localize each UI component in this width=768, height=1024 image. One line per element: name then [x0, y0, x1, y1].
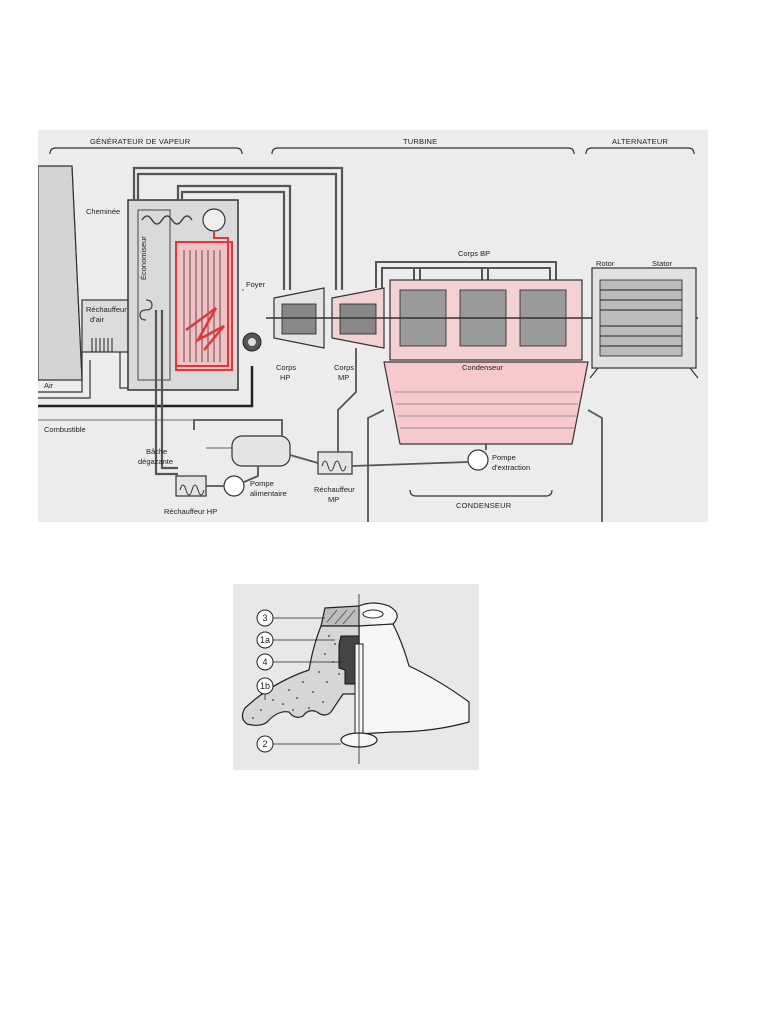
extraction-pump-label-2: d'extraction: [492, 463, 530, 472]
generator-section-label: GÉNÉRATEUR DE VAPEUR: [90, 137, 191, 146]
fuel-line: [38, 366, 254, 408]
callout-1b: 1b: [256, 677, 274, 700]
deaerator-label-2: dégazante: [138, 457, 173, 466]
condenser-label: Condenseur: [462, 363, 503, 372]
crossover-pipes: [375, 261, 557, 288]
condenser-section-label: CONDENSEUR: [456, 501, 512, 510]
feed-pump-label-2: alimentaire: [250, 489, 287, 498]
fuel-label: Combustible: [44, 425, 86, 434]
insulator-porcelain-disc: [358, 623, 470, 735]
stipple-dots: [252, 635, 340, 719]
hp-heater-coil: [179, 484, 205, 496]
chimney-label: Cheminée: [86, 207, 120, 216]
feed-pump-label-1: Pompe: [250, 479, 274, 488]
air-heater-tubes: [91, 338, 113, 352]
superheater-coil: [141, 215, 193, 225]
alternator: [589, 267, 699, 379]
feedwater-pipes: [193, 348, 487, 487]
burner-core: [248, 338, 256, 346]
chimney: [38, 165, 83, 381]
insulator-cap-eye: [362, 609, 384, 619]
callout-4: 4: [256, 653, 343, 671]
corps-bp-label: Corps BP: [458, 249, 490, 258]
air-heater-label-2: d'air: [90, 315, 104, 324]
insulator-stippled-porcelain: [241, 625, 360, 726]
callout-3-label: 3: [262, 613, 267, 623]
insulator-cross-section-diagram: 3 1a 4 1b 2: [233, 584, 479, 770]
callout-1b-label: 1b: [260, 681, 270, 691]
deaerator-label-1: Bâche: [146, 447, 167, 456]
extraction-pump-label-1: Pompe: [492, 453, 516, 462]
corps-mp-label-1: Corps: [334, 363, 354, 372]
callout-1a: 1a: [256, 631, 335, 649]
mp-heater-label-2: MP: [328, 495, 339, 504]
rotor-label: Rotor: [596, 259, 615, 268]
steam-pipes: [132, 166, 344, 476]
flame: [185, 306, 225, 351]
cooling-pipe-left: [367, 409, 385, 522]
section-brackets: [49, 147, 695, 497]
lp-turbines: [389, 279, 583, 361]
air-heater-box: [81, 299, 131, 353]
alternator-section-label: ALTERNATEUR: [612, 137, 668, 146]
furnace-label: Foyer: [246, 280, 266, 289]
air-heater-label-1: Réchauffeur: [86, 305, 127, 314]
mp-heater-coil: [321, 460, 347, 472]
mp-heater-label-1: Réchauffeur: [314, 485, 355, 494]
extraction-pump: [467, 449, 489, 471]
stator-label: Stator: [652, 259, 673, 268]
corps-hp-label-1: Corps: [276, 363, 296, 372]
condenser: [383, 361, 589, 445]
furnace-tubes: [183, 250, 221, 362]
callout-1a-label: 1a: [260, 635, 270, 645]
economizer-coil: [139, 299, 153, 321]
callout-2-label: 2: [262, 739, 267, 749]
riser-tube: [176, 231, 229, 367]
callout-3: 3: [256, 609, 325, 627]
hp-heater-label: Réchauffeur HP: [164, 507, 217, 516]
thermal-power-plant-diagram: GÉNÉRATEUR DE VAPEUR TURBINE ALTERNATEUR…: [38, 130, 708, 522]
callout-4-label: 4: [262, 657, 267, 667]
corps-hp-label-2: HP: [280, 373, 290, 382]
economizer-label: Économiseur: [139, 236, 148, 280]
air-label: Air: [44, 381, 54, 390]
cooling-pipe-right: [587, 409, 603, 522]
callout-2: 2: [256, 735, 341, 753]
insulator-metal-cap: [320, 605, 360, 627]
feed-pump: [223, 475, 245, 497]
turbine-section-label: TURBINE: [403, 137, 437, 146]
corps-mp-label-2: MP: [338, 373, 349, 382]
economizer-column: [137, 209, 171, 381]
deaerator-tank: [231, 435, 291, 467]
steam-drum: [202, 208, 226, 232]
